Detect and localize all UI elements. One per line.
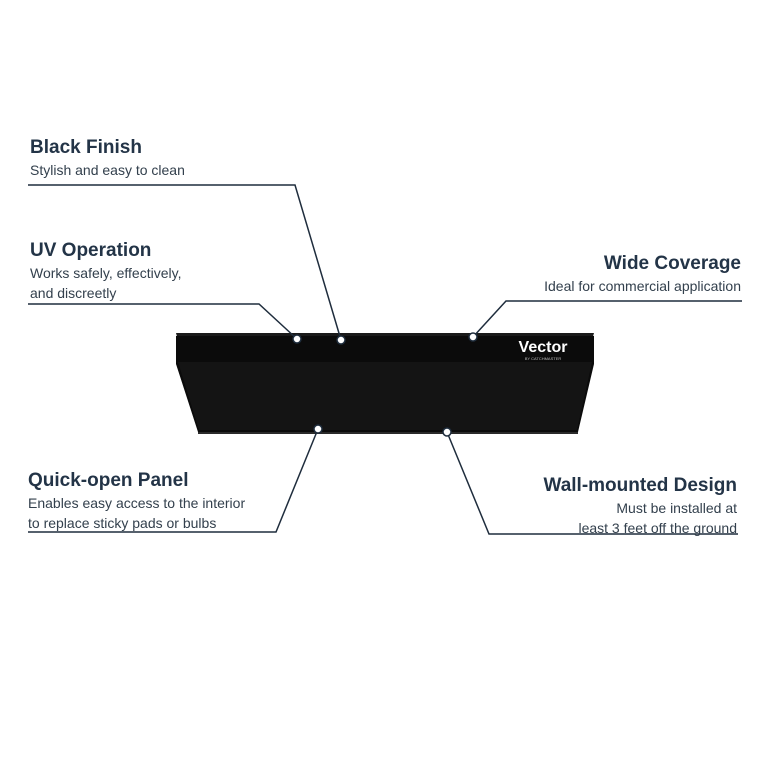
callout-title-quick-open: Quick-open Panel xyxy=(28,470,189,491)
callout-desc-line: Must be installed at xyxy=(616,500,737,516)
brand-sub-logo: BY CATCHMASTER xyxy=(525,356,562,361)
leader-line-wall-mounted xyxy=(446,431,738,535)
callout-desc-line: Enables easy access to the interior xyxy=(28,495,246,511)
callout-dot-black-finish xyxy=(336,335,346,345)
leader-lines xyxy=(28,184,742,535)
callout-dot-wide-coverage xyxy=(468,332,478,342)
callout-dots xyxy=(292,332,478,437)
callout-wall-mounted-design: Wall-mounted Design Must be installed at… xyxy=(543,474,737,538)
callout-title-wall-mounted: Wall-mounted Design xyxy=(543,475,737,496)
device-front-panel xyxy=(178,362,592,430)
callout-title-wide-coverage: Wide Coverage xyxy=(603,253,741,274)
callout-desc-line: and discreetly xyxy=(30,285,117,301)
callout-desc-line: to replace sticky pads or bulbs xyxy=(28,515,217,531)
callout-desc-uv-operation: Works safely, effectively, and discreetl… xyxy=(30,263,181,303)
callout-quick-open-panel: Quick-open Panel Enables easy access to … xyxy=(28,469,245,533)
callout-desc-wall-mounted: Must be installed at least 3 feet off th… xyxy=(543,498,737,538)
callout-desc-line: Stylish and easy to clean xyxy=(30,162,185,178)
callout-desc-line: Works safely, effectively, xyxy=(30,265,182,281)
callout-dot-wall-mounted xyxy=(442,427,452,437)
uv-light-trap-device: Vector BY CATCHMASTER xyxy=(176,333,594,434)
callout-desc-line: least 3 feet off the ground xyxy=(578,520,737,536)
leader-line-black-finish xyxy=(28,184,342,341)
callout-black-finish: Black Finish Stylish and easy to clean xyxy=(30,136,185,180)
callout-title-uv-operation: UV Operation xyxy=(30,240,152,261)
callout-title-black-finish: Black Finish xyxy=(30,137,142,158)
leader-line-uv-operation xyxy=(28,303,298,340)
callout-desc-quick-open: Enables easy access to the interior to r… xyxy=(28,493,245,533)
callout-desc-wide-coverage: Ideal for commercial application xyxy=(544,276,741,296)
leader-line-quick-open xyxy=(28,428,319,533)
callout-uv-operation: UV Operation Works safely, effectively, … xyxy=(30,239,181,303)
callout-dot-uv-operation xyxy=(292,334,302,344)
callout-desc-black-finish: Stylish and easy to clean xyxy=(30,160,185,180)
callout-desc-line: Ideal for commercial application xyxy=(544,278,741,294)
callout-wide-coverage: Wide Coverage Ideal for commercial appli… xyxy=(544,252,741,296)
leader-line-wide-coverage xyxy=(472,300,742,338)
callout-dot-quick-open xyxy=(313,424,323,434)
brand-logo: Vector xyxy=(519,339,568,356)
